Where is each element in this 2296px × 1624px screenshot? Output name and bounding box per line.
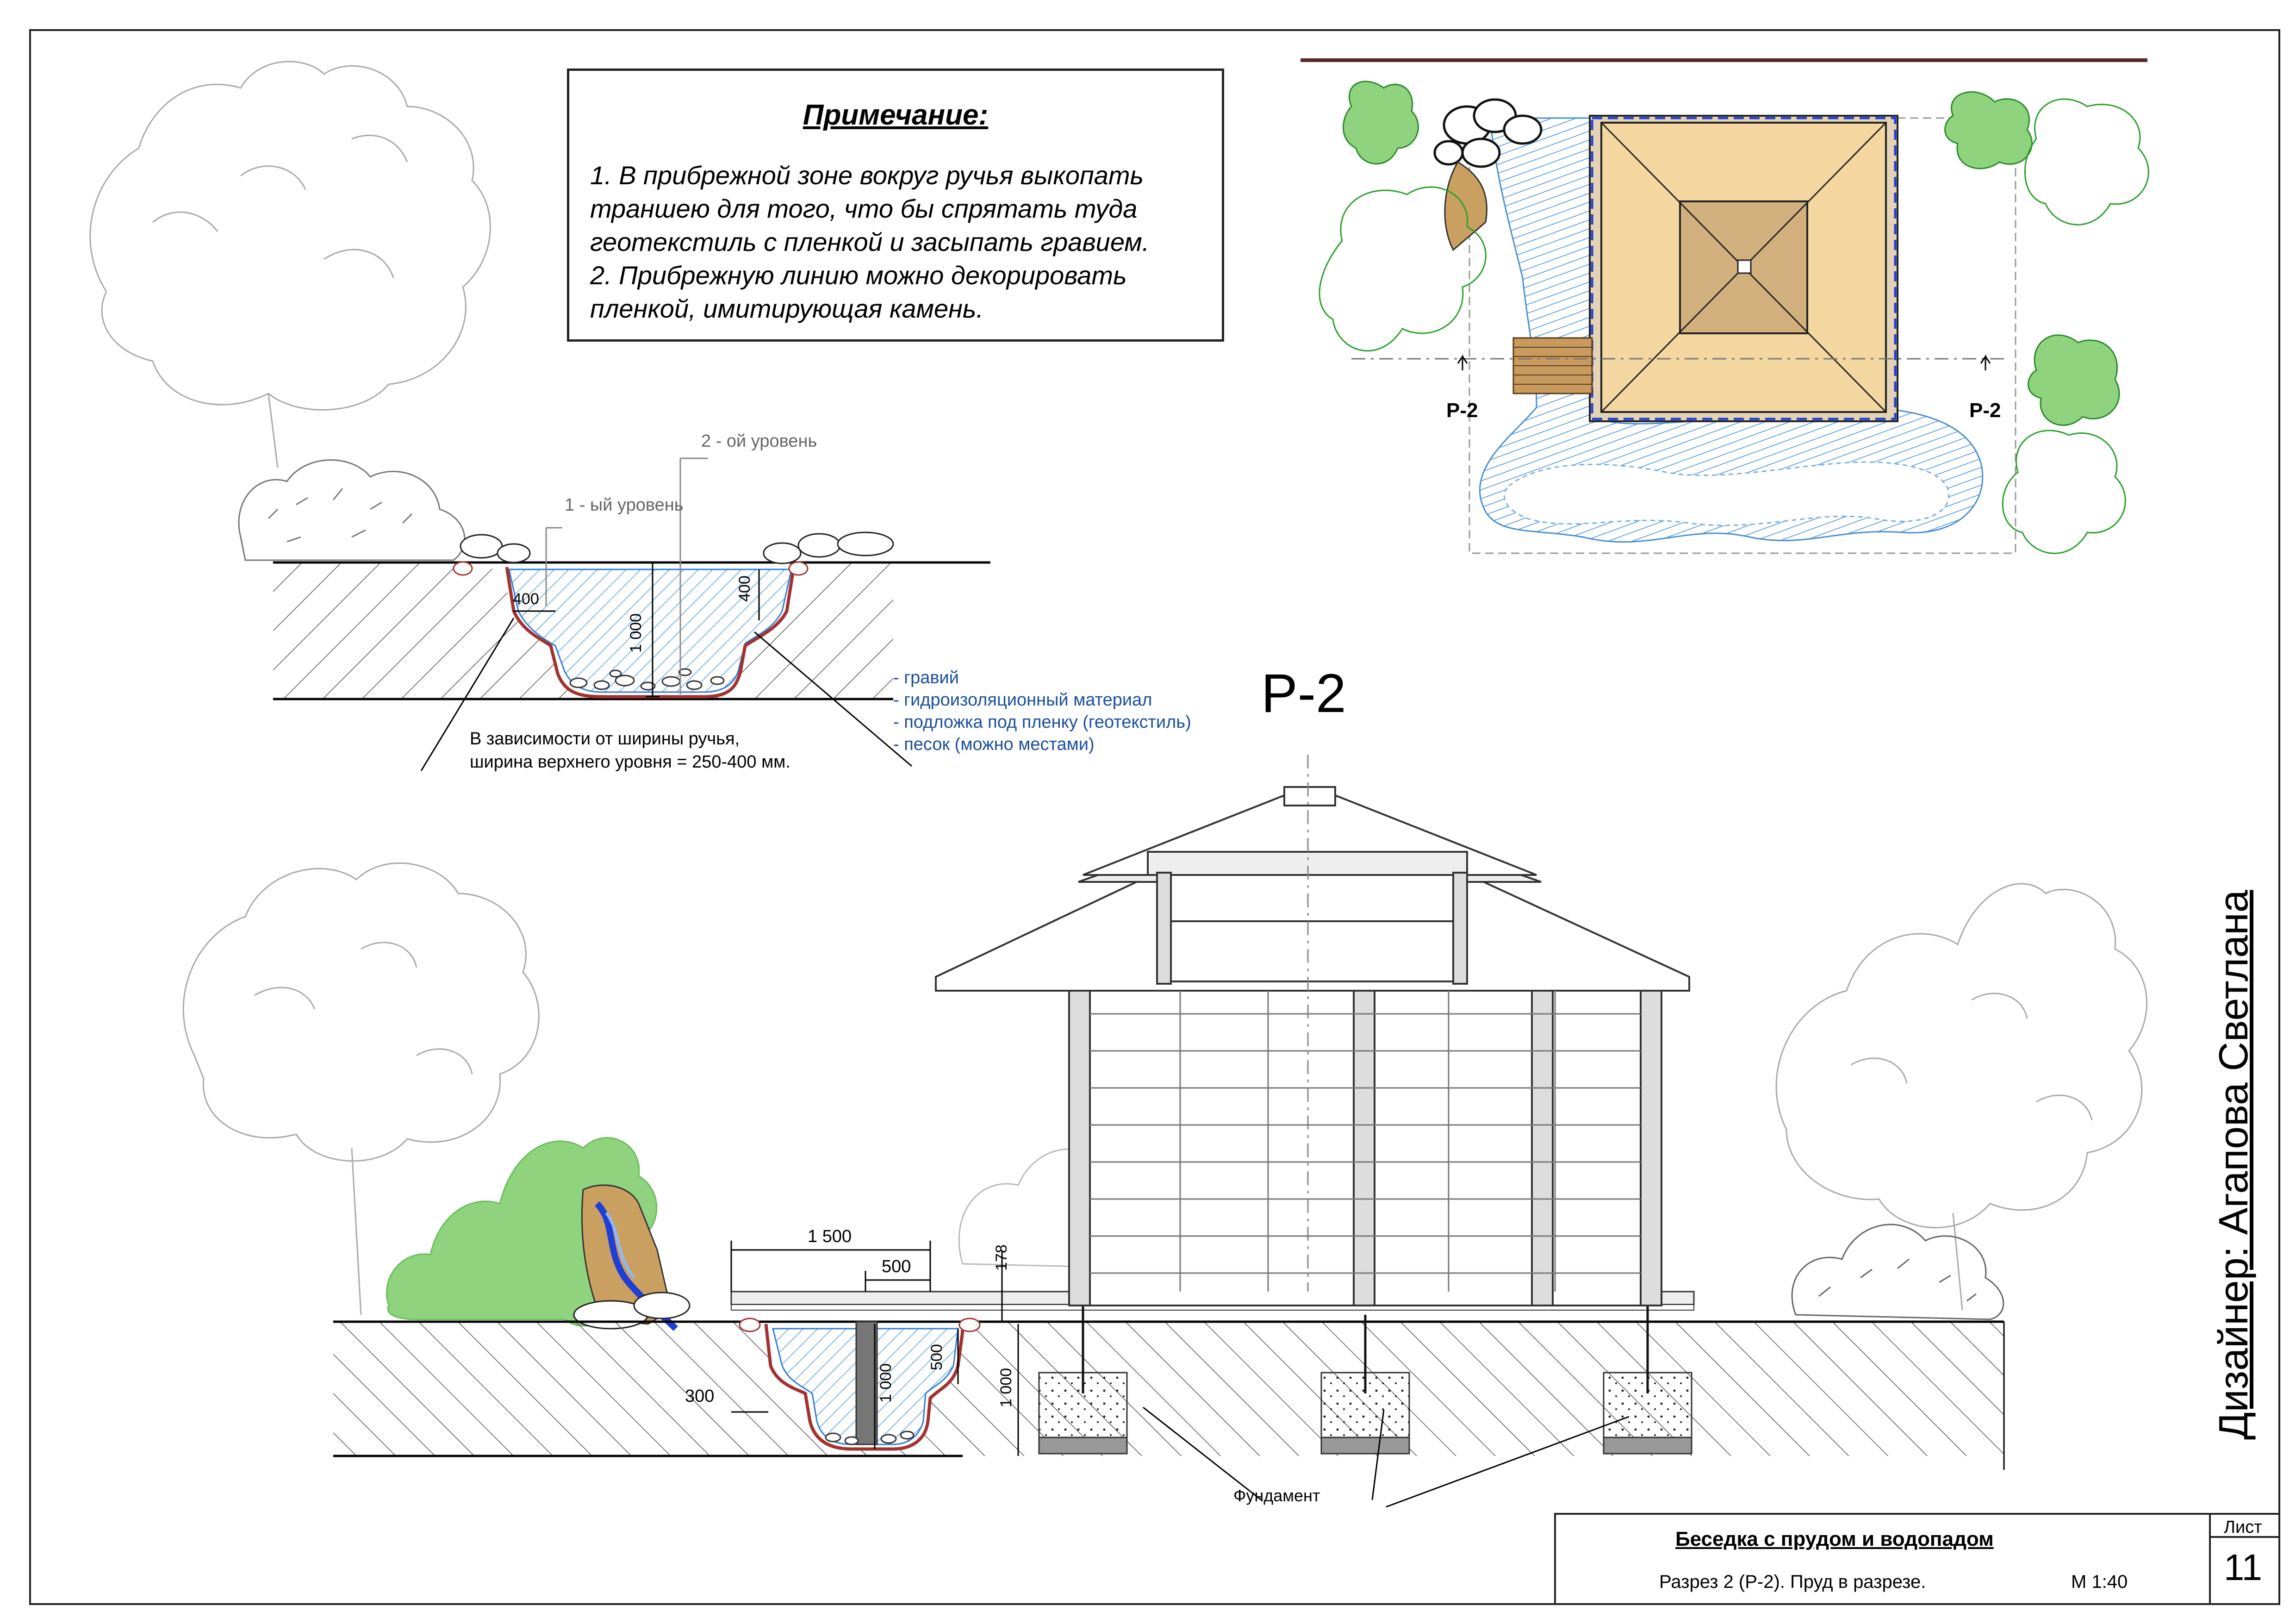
bush-outline-section-right [1791, 1224, 2004, 1320]
sheet-border [29, 29, 2280, 1605]
bush-outline-top-left [238, 459, 466, 561]
section-pond-membrane [764, 1324, 965, 1451]
detail-edge-stones [453, 531, 894, 576]
designer-name: Дизайнер: Агапова Светлана [2210, 890, 2256, 1440]
section-waterfall [573, 1184, 691, 1331]
legend-item-sand: - песок (можно местами) [893, 735, 1095, 754]
dim-1500: 1 500 [808, 1227, 852, 1246]
project-title: Беседка с прудом и водопадом [1675, 1528, 1994, 1550]
section-title: Р-2 [1261, 663, 1346, 724]
legend-item-waterproofing: - гидроизоляционный материал [893, 690, 1152, 710]
plan-shrub-right-bottom [2002, 430, 2126, 554]
note-item-1: 1. В прибрежной зоне вокруг ручья выкопа… [590, 161, 1150, 256]
layers-legend: - гравий - гидроизоляционный материал - … [893, 667, 1191, 756]
section-dimensions [730, 1241, 2005, 1470]
plan-roof-finial [1737, 259, 1752, 274]
dim-500-deck: 500 [882, 1257, 911, 1276]
note-box: Примечание: 1. В прибрежной зоне вокруг … [567, 69, 1224, 342]
detail-dimensions [420, 457, 912, 771]
plan-cut-arrow-left [1457, 354, 1468, 370]
plan-tree-right-bottom [2028, 334, 2120, 426]
section-pond-gravel [825, 1430, 915, 1445]
foundation-leader-lines [1143, 1406, 1630, 1508]
width-note-line-1: В зависимости от ширины ручья, [470, 729, 740, 749]
width-note-line-2: ширина верхнего уровня = 250-400 мм. [470, 752, 790, 772]
dim-300: 300 [685, 1387, 715, 1406]
tree-outline-top-left [89, 61, 491, 468]
legend-item-gravel: - гравий [893, 668, 959, 687]
dim-178: 178 [993, 1244, 1010, 1271]
deck-support-post [855, 1321, 878, 1445]
plan-waterfall-rocks [1433, 98, 1543, 168]
pond-edge-stone-right [958, 1318, 981, 1332]
plan-cut-label-right: Р-2 [1969, 399, 2001, 422]
plan-tree-right-top [1944, 91, 2033, 169]
pond-edge-stone-left [739, 1318, 761, 1332]
section-ground [333, 1320, 2004, 1457]
sheet-label: Лист [2224, 1518, 2262, 1537]
tree-outline-section-left [182, 862, 540, 1315]
dim-1000-detail: 1 000 [627, 613, 645, 653]
foundation-blocks [1038, 1190, 1692, 1455]
dim-400-left: 400 [513, 590, 539, 608]
detail-gravel [569, 668, 725, 691]
plan-deck-boards [1513, 347, 1592, 385]
plan-cut-label-left: Р-2 [1446, 399, 1478, 422]
legend-item-geotextile: - подложка под пленку (геотекстиль) [893, 712, 1191, 732]
note-title: Примечание: [803, 99, 989, 131]
foundation-label: Фундамент [1233, 1486, 1320, 1505]
gazebo-section [935, 755, 1690, 1306]
level-1-label: 1 - ый уровень [565, 495, 684, 515]
level-2-label: 2 - ой уровень [701, 431, 817, 451]
note-item-2: 2. Прибрежную линию можно декорировать п… [590, 261, 1127, 323]
dim-500-pond: 500 [928, 1344, 946, 1370]
gazebo-lattice [1090, 991, 1641, 1292]
dim-1000-pond: 1 000 [877, 1363, 895, 1403]
title-block-frame [1554, 1513, 2280, 1605]
sheet-description: Разрез 2 (Р-2). Пруд в разрезе. [1659, 1572, 1926, 1592]
plan-outline-dashed [1591, 117, 1897, 420]
plan-cut-arrow-right [1980, 354, 1991, 370]
dim-400-right: 400 [736, 575, 753, 602]
plan-shrub-right-top [2024, 98, 2149, 225]
tree-outline-section-right [1775, 883, 2148, 1311]
sheet-number: 11 [2224, 1547, 2263, 1588]
scale-label: М 1:40 [2071, 1572, 2128, 1592]
plan-pond-inner [1504, 461, 1950, 526]
plan-shrub-left [1319, 186, 1487, 352]
detail-ground [273, 561, 990, 700]
plan-tree-left [1343, 81, 1419, 165]
dim-1000-foundation: 1 000 [997, 1368, 1015, 1407]
plan-waterfall-bed [1444, 161, 1487, 251]
note-body: 1. В прибрежной зоне вокруг ручья выкопа… [590, 159, 1210, 325]
detail-water [508, 568, 792, 693]
